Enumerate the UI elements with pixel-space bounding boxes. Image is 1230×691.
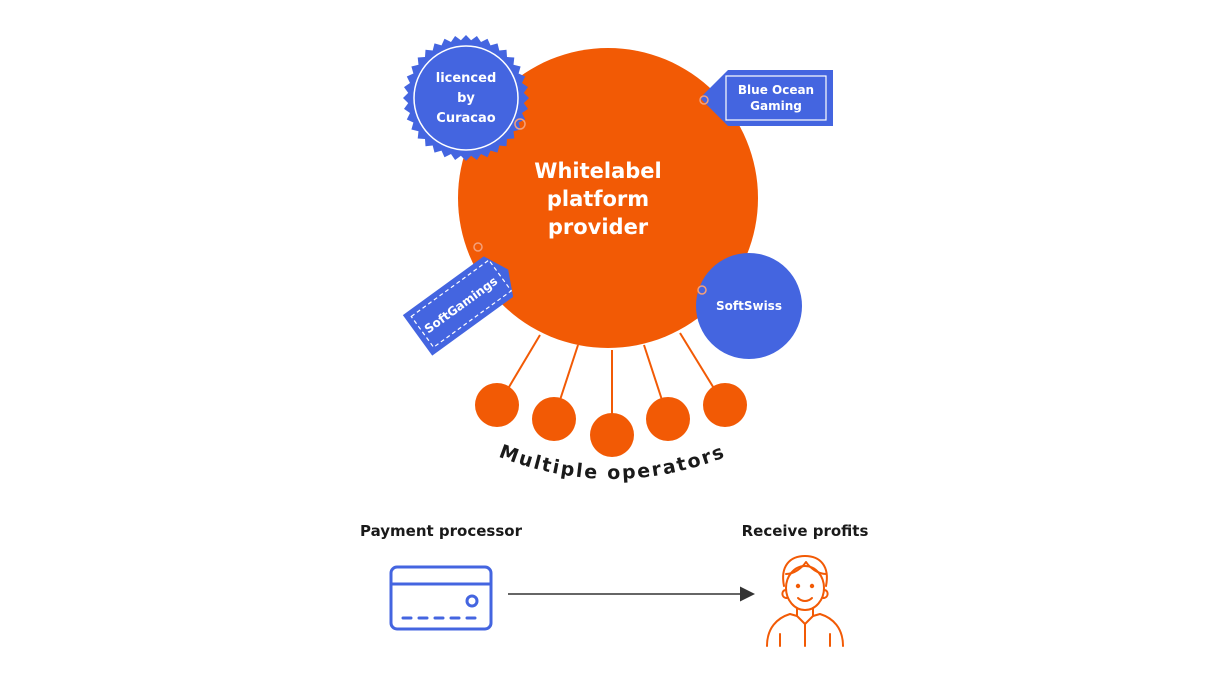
person-icon: [766, 555, 844, 647]
ring-icon: [473, 242, 483, 252]
credit-card-icon: [389, 565, 493, 631]
operator-circles: [475, 383, 747, 457]
blue-ocean-line-2: Gaming: [750, 99, 802, 113]
ring-icon: [699, 95, 709, 105]
platform-line-2: platform: [547, 187, 649, 211]
operator-circle: [532, 397, 576, 441]
operator-circle: [590, 413, 634, 457]
profits-label: Receive profits: [742, 522, 869, 540]
ring-icon: [514, 118, 526, 130]
operator-circle: [646, 397, 690, 441]
curacao-line-3: Curacao: [436, 111, 495, 126]
operator-circle: [703, 383, 747, 427]
blue-ocean-line-1: Blue Ocean: [738, 83, 814, 97]
softswiss-label: SoftSwiss: [716, 299, 782, 313]
softgamings-tag: SoftGamings: [402, 256, 514, 356]
curacao-seal: licenced by Curacao: [403, 35, 529, 161]
softswiss-tag: SoftSwiss: [696, 253, 802, 359]
operator-circle: [475, 383, 519, 427]
platform-circle: [458, 48, 758, 348]
ring-icon: [697, 285, 707, 295]
curacao-line-1: licenced: [436, 71, 497, 86]
operator-connectors: [505, 332, 716, 415]
blue-ocean-tag: Blue Ocean Gaming: [699, 70, 833, 126]
payment-label: Payment processor: [360, 522, 523, 540]
curacao-line-2: by: [457, 91, 475, 106]
platform-line-1: Whitelabel: [534, 159, 661, 183]
platform-line-3: provider: [548, 215, 649, 239]
